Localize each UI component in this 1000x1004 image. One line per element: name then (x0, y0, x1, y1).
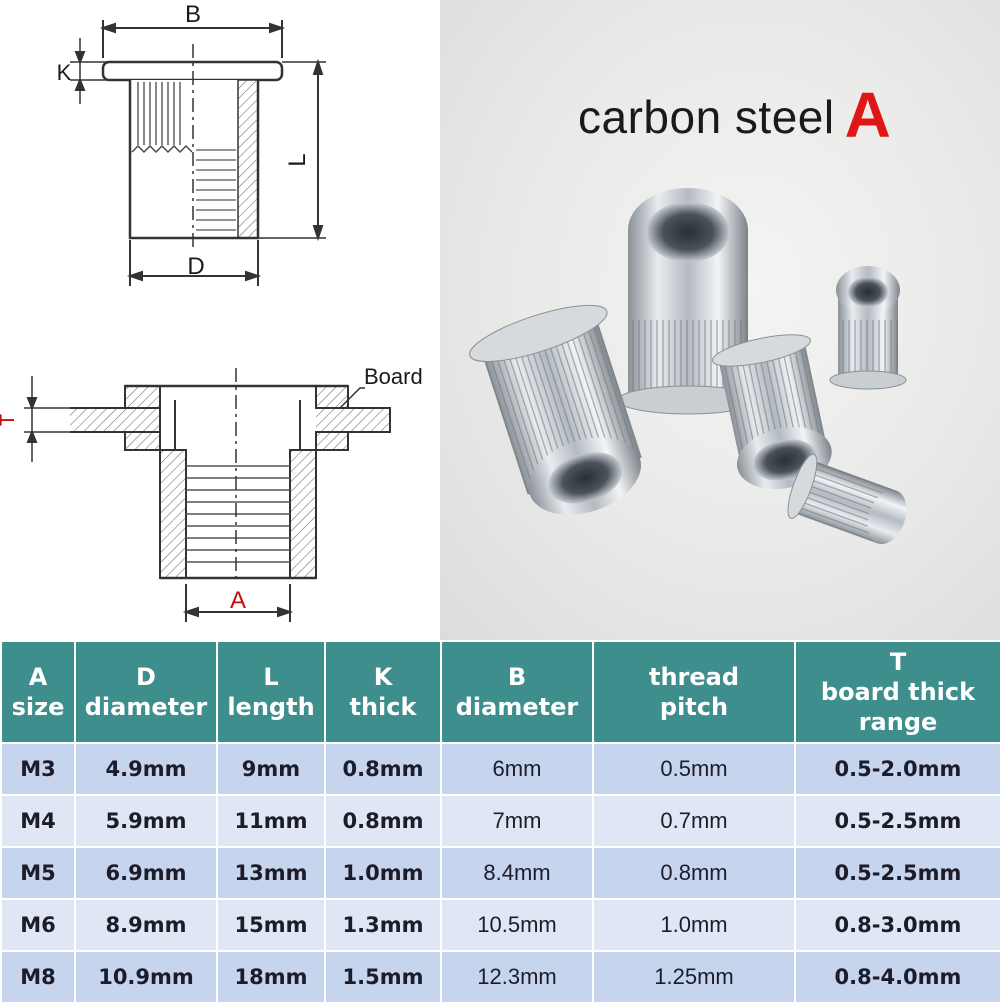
cell-k: 0.8mm (324, 742, 442, 796)
cell-l: 15mm (216, 898, 326, 952)
rivet-nut-small-back (829, 266, 907, 390)
rivet-nuts-illustration (469, 188, 907, 545)
cell-l: 11mm (216, 794, 326, 848)
cell-b: 7mm (440, 794, 594, 848)
installed-section-drawing (24, 368, 391, 622)
cell-pitch: 0.5mm (592, 742, 796, 796)
cell-b: 12.3mm (440, 950, 594, 1004)
cell-k: 1.0mm (324, 846, 442, 900)
cell-l: 9mm (216, 742, 326, 796)
material-label: carbon steel (578, 91, 835, 143)
cell-d: 4.9mm (74, 742, 218, 796)
cell-l: 13mm (216, 846, 326, 900)
cell-size: M4 (0, 794, 76, 848)
cell-b: 8.4mm (440, 846, 594, 900)
rivet-nut-large (617, 188, 759, 415)
table-row: M3 4.9mm 9mm 0.8mm 6mm 0.5mm 0.5-2.0mm (0, 742, 1000, 796)
cell-b: 6mm (440, 742, 594, 796)
cell-pitch: 1.25mm (592, 950, 796, 1004)
cell-d: 8.9mm (74, 898, 218, 952)
cell-size: M6 (0, 898, 76, 952)
cell-size: M5 (0, 846, 76, 900)
cell-d: 10.9mm (74, 950, 218, 1004)
table-row: M8 10.9mm 18mm 1.5mm 12.3mm 1.25mm 0.8-4… (0, 950, 1000, 1004)
cell-d: 6.9mm (74, 846, 218, 900)
cell-t: 0.5-2.5mm (794, 794, 1000, 848)
technical-diagram-panel: B K L D (0, 0, 440, 640)
rivet-nut-small-front (787, 453, 907, 545)
cell-size: M3 (0, 742, 76, 796)
rivet-nut-drawings: B K L D (0, 1, 423, 622)
cell-k: 1.3mm (324, 898, 442, 952)
cell-t: 0.5-2.0mm (794, 742, 1000, 796)
label-l: L (284, 153, 311, 166)
rivet-nut-profile-drawing (70, 20, 326, 286)
grade-label: A (844, 79, 892, 151)
cell-d: 5.9mm (74, 794, 218, 848)
cell-pitch: 1.0mm (592, 898, 796, 952)
cell-pitch: 0.8mm (592, 846, 796, 900)
table-row: M4 5.9mm 11mm 0.8mm 7mm 0.7mm 0.5-2.5mm (0, 794, 1000, 848)
cell-t: 0.5-2.5mm (794, 846, 1000, 900)
label-t: T (0, 414, 19, 426)
cell-k: 1.5mm (324, 950, 442, 1004)
label-board: Board (364, 364, 423, 389)
label-d: D (187, 253, 204, 280)
label-k: K (57, 60, 72, 85)
rivet-nut-lying-left (469, 304, 642, 515)
table-row: M5 6.9mm 13mm 1.0mm 8.4mm 0.8mm 0.5-2.5m… (0, 846, 1000, 900)
cell-t: 0.8-3.0mm (794, 898, 1000, 952)
cell-t: 0.8-4.0mm (794, 950, 1000, 1004)
cell-k: 0.8mm (324, 794, 442, 848)
cell-b: 10.5mm (440, 898, 594, 952)
label-a: A (230, 587, 246, 614)
cell-l: 18mm (216, 950, 326, 1004)
cell-size: M8 (0, 950, 76, 1004)
cell-pitch: 0.7mm (592, 794, 796, 848)
table-row: M6 8.9mm 15mm 1.3mm 10.5mm 1.0mm 0.8-3.0… (0, 898, 1000, 952)
label-b: B (185, 1, 201, 28)
